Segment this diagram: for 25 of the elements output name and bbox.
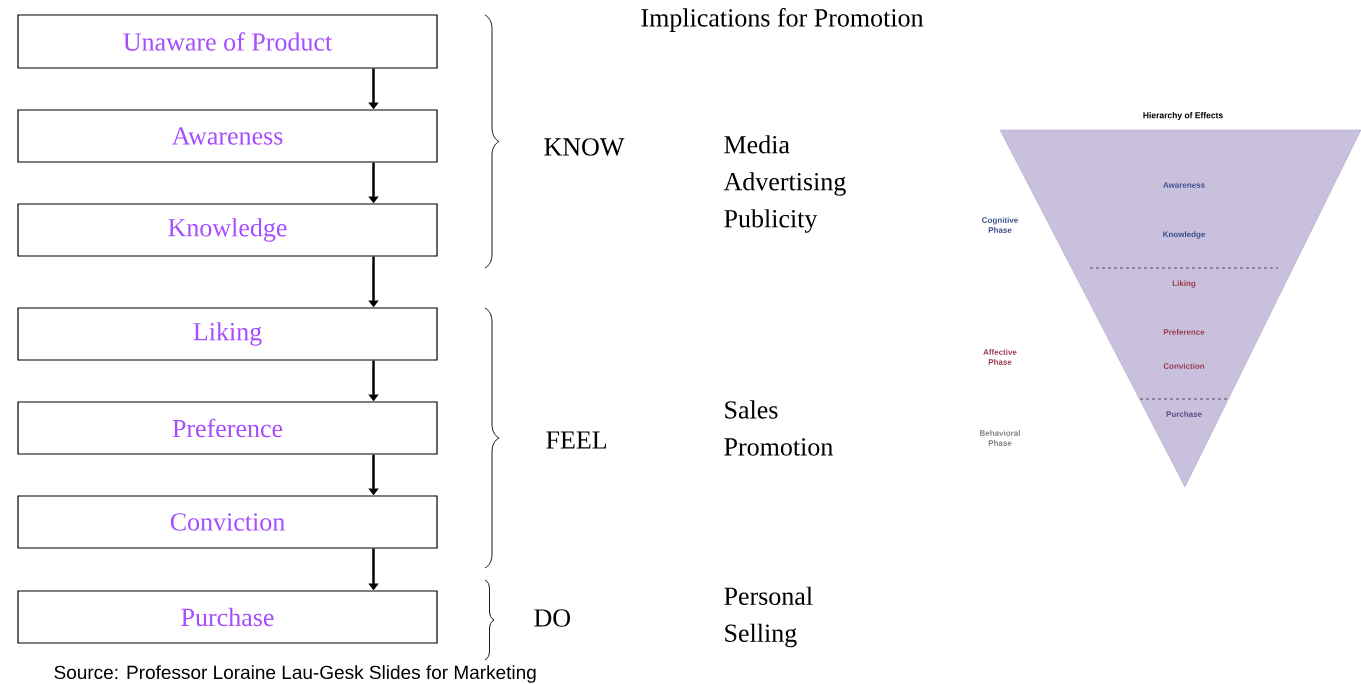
process-box: Unaware of Product [17,14,438,69]
phase-label: FEEL [546,431,607,449]
title: Implications for Promotion [641,8,924,32]
caption: Source: Professor Loraine Lau-Gesk Slides for Marketing [54,665,536,683]
stage-label: Knowledge [1163,231,1206,239]
process-box: Liking [17,307,438,361]
stage-label: Awareness [1163,182,1205,188]
chart-heading: Hierarchy of Effects [1143,112,1223,120]
stage-label: Purchase [1166,411,1202,417]
promotion-list: Personal Selling [724,586,813,648]
stage-label: Preference [1163,329,1205,335]
phase-label: Behavioral Phase [980,430,1020,446]
phase-label: Cognitive Phase [982,217,1018,233]
promotion-list: Sales Promotion [724,400,833,456]
stage-label: Conviction [1163,363,1205,369]
process-box: Knowledge [17,203,438,257]
process-box: Preference [17,401,438,455]
process-box: Purchase [17,590,438,644]
process-box: Conviction [17,495,438,549]
process-box: Awareness [17,109,438,163]
stage-label: Liking [1172,280,1196,288]
phase-label: Affective Phase [983,349,1017,365]
phase-label: DO [534,609,570,627]
phase-label: KNOW [544,138,625,156]
promotion-list: Media Advertising Publicity [723,135,846,233]
